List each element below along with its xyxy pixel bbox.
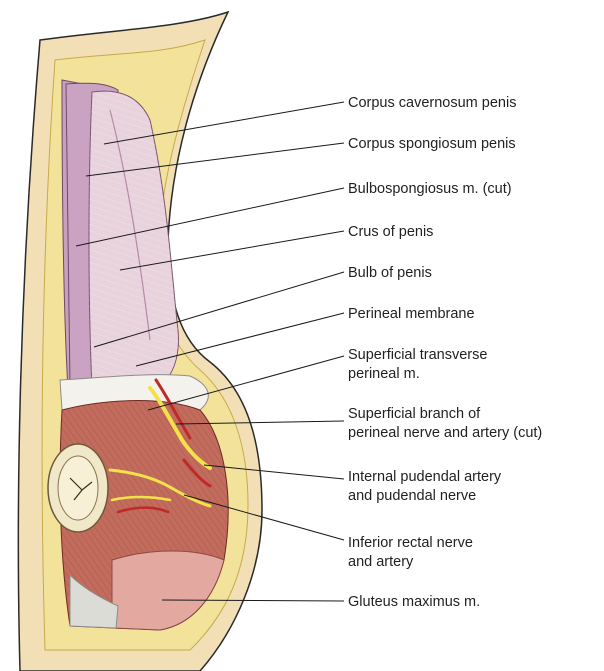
- leader-internal-pudendal: [203, 464, 345, 480]
- leader-corpus-spongiosum: [85, 142, 345, 177]
- muscle-region: [59, 400, 229, 631]
- label-perineal-membrane: Perineal membrane: [348, 306, 475, 322]
- label-corpus-spongiosum: Corpus spongiosum penis: [348, 136, 516, 152]
- leader-gluteus: [161, 599, 345, 602]
- label-inferior-rectal: Inferior rectal nerve and artery: [348, 535, 477, 570]
- leader-lines: [75, 101, 345, 602]
- leader-inferior-rectal: [183, 494, 345, 541]
- label-crus: Crus of penis: [348, 224, 433, 240]
- label-bulbospongiosus: Bulbospongiosus m. (cut): [348, 181, 512, 197]
- leader-crus: [119, 230, 345, 271]
- label-gluteus: Gluteus maximus m.: [348, 594, 480, 610]
- label-superficial-branch: Superficial branch of perineal nerve and…: [348, 406, 542, 441]
- label-bulb: Bulb of penis: [348, 265, 432, 281]
- leader-corpus-cavernosum: [103, 101, 345, 145]
- bulbospongiosus-region: [88, 90, 179, 391]
- leader-bulbospongiosus: [75, 187, 345, 247]
- labels: Corpus cavernosum penis Corpus spongiosu…: [348, 95, 542, 610]
- leader-superficial-transverse: [147, 355, 345, 411]
- nerves-and-arteries: [108, 378, 212, 514]
- anal-opening: [47, 443, 109, 533]
- label-superficial-transverse: Superficial transverse perineal m.: [348, 347, 491, 382]
- leader-superficial-branch: [175, 420, 345, 425]
- leader-bulb: [93, 271, 345, 348]
- label-corpus-cavernosum: Corpus cavernosum penis: [348, 95, 516, 111]
- leader-perineal-membrane: [135, 312, 345, 367]
- label-internal-pudendal: Internal pudendal artery and pudendal ne…: [348, 469, 505, 504]
